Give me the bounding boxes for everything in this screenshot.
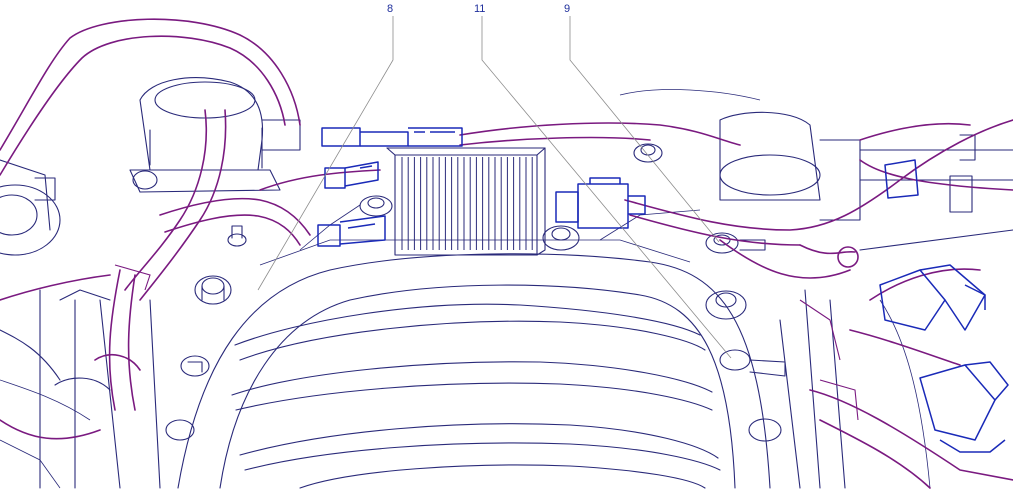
right-components — [619, 89, 1013, 489]
connector-icon — [324, 161, 379, 189]
connector-icon — [879, 264, 986, 331]
bolt-icon — [633, 143, 663, 163]
bolt-icon — [180, 355, 210, 377]
bolt-icon — [542, 225, 580, 251]
connector-icon — [919, 361, 1009, 453]
connector-icon — [321, 127, 463, 147]
callout-8: 8 — [387, 3, 393, 15]
heat-sink-module — [386, 147, 546, 256]
bolt-icon — [705, 232, 766, 254]
leader-lines — [257, 16, 732, 359]
connector-icon — [317, 215, 386, 247]
bolt-icon — [359, 195, 393, 217]
connector-icon — [555, 177, 646, 229]
intake-manifold — [177, 204, 771, 489]
left-components — [0, 159, 161, 489]
callout-9: 9 — [564, 3, 570, 15]
throttle-body — [129, 77, 301, 193]
callout-11: 11 — [474, 3, 485, 15]
bolt-icon — [132, 170, 158, 190]
wiring-harness — [0, 18, 1013, 489]
bolt-icon — [719, 349, 786, 377]
bolt-icon — [165, 419, 195, 441]
mounting-bolts — [132, 143, 786, 442]
bolt-icon — [227, 225, 247, 247]
highlighted-connectors — [317, 127, 1009, 453]
bolt-icon — [705, 290, 747, 320]
bolt-icon — [194, 275, 232, 305]
connector-icon — [884, 159, 919, 199]
bolt-icon — [748, 418, 782, 442]
